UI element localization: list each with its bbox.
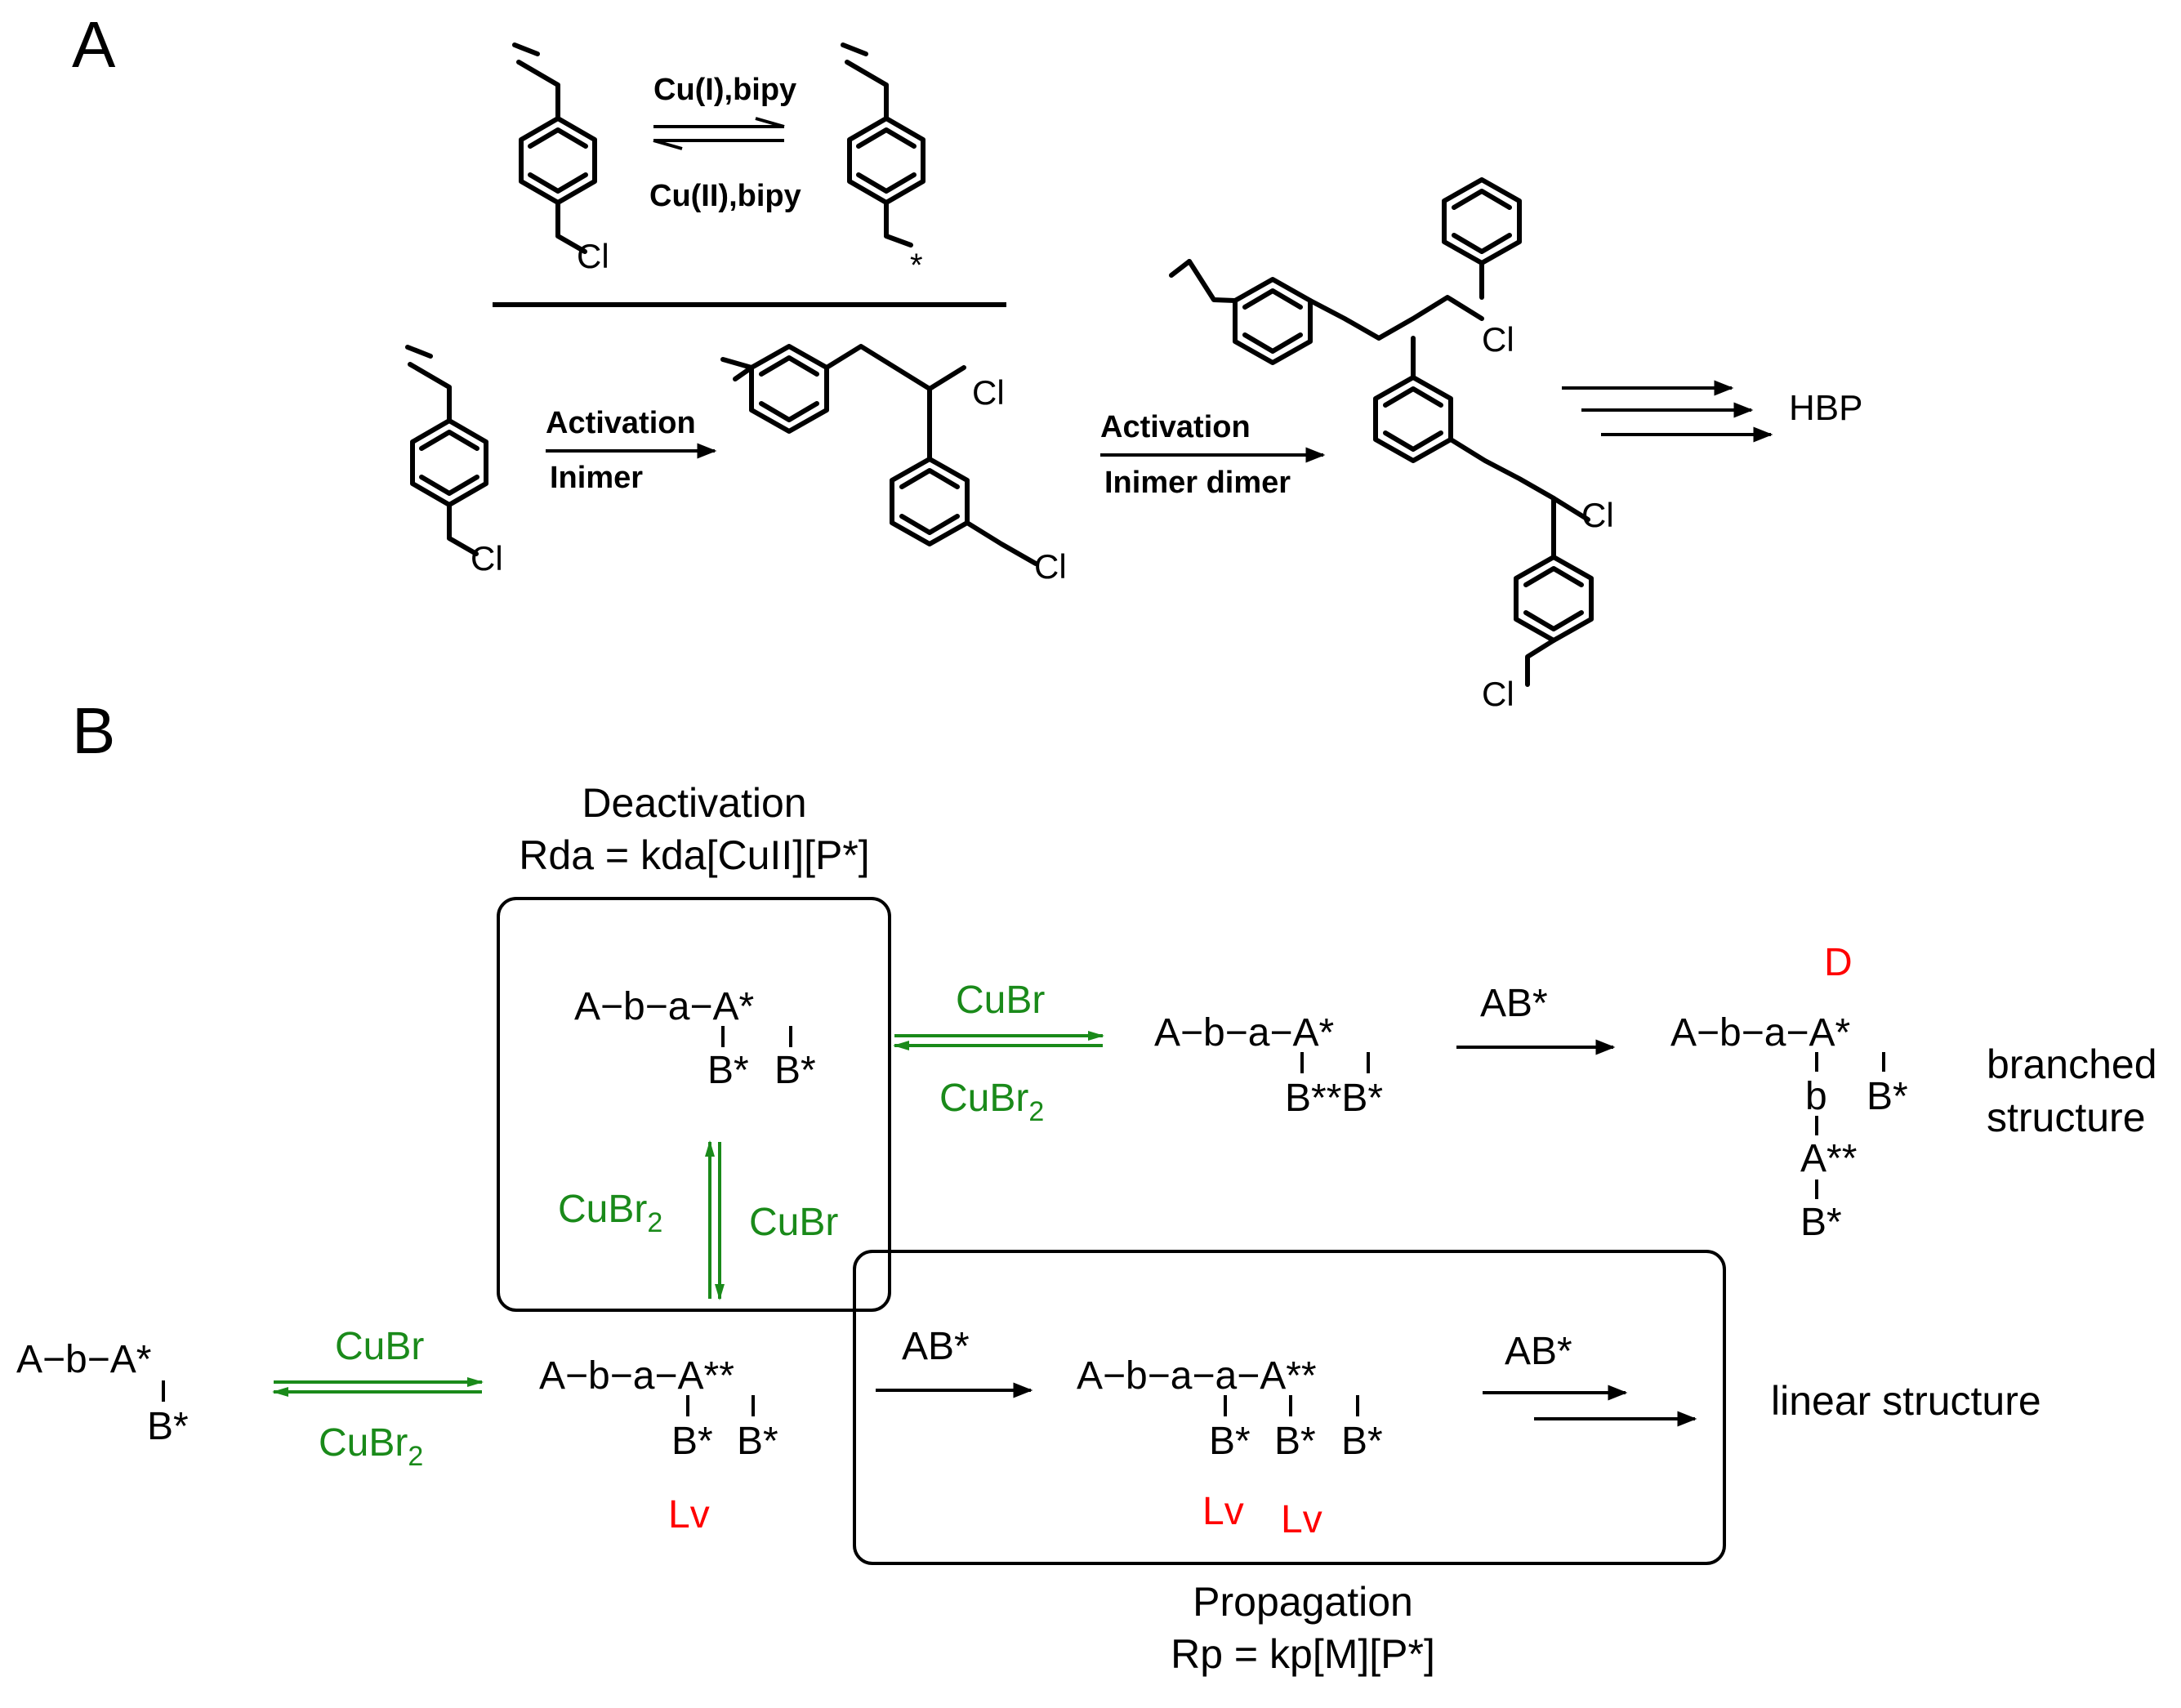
activated-species: A−b−a−A* B**B*: [1154, 1011, 1383, 1120]
cl-label: Cl: [972, 373, 1005, 412]
pendant-b-star: B**B*: [1285, 1077, 1383, 1120]
linear-structure-label: linear structure: [1771, 1378, 2041, 1424]
pendant-b-star: B*: [737, 1420, 778, 1463]
pendant-b-star: B*: [1274, 1420, 1316, 1463]
cubr2-label: CuBr2: [319, 1421, 423, 1472]
pendant-b-star: B*: [671, 1420, 713, 1463]
pendant-b-star: B*: [774, 1049, 816, 1092]
pendant-b-star: B*: [1341, 1420, 1383, 1463]
step2-bottom-label: Inimer dimer: [1104, 466, 1291, 500]
propagation-rate: Rp = kp[M][P*]: [1171, 1631, 1435, 1677]
monomer-top: Cl: [512, 42, 609, 275]
activation-arrow-2: Activation Inimer dimer: [1100, 410, 1326, 500]
species-formula: A−b−A*: [16, 1338, 151, 1381]
cubr-label: CuBr: [749, 1201, 838, 1244]
eq-top-label: Cu(I),bipy: [653, 73, 796, 107]
pendant-b-star: B*: [1209, 1420, 1251, 1463]
bottom-cu-equilibrium: CuBr CuBr2: [272, 1325, 484, 1472]
hbp-arrows: HBP: [1562, 380, 1862, 443]
pendant-b-star: B*: [707, 1049, 749, 1092]
monomer-start: Cl: [405, 345, 503, 578]
radical-star: *: [910, 248, 923, 283]
species-formula: A−b−a−A*: [1670, 1011, 1850, 1055]
branch-b: b: [1805, 1075, 1827, 1118]
cl-label: Cl: [577, 237, 609, 275]
dendritic-unit-mark: D: [1824, 941, 1853, 984]
branching-arrow: AB*: [1456, 982, 1616, 1055]
branch-a-double-star: A**: [1800, 1137, 1857, 1180]
dormant-species: A−b−a−A* B* B*: [574, 985, 816, 1092]
linear-unit-mark: Lv: [1202, 1490, 1244, 1533]
species-formula: A−b−a−A*: [574, 985, 754, 1028]
step1-top-label: Activation: [546, 406, 696, 440]
cubr-label: CuBr: [335, 1325, 424, 1368]
deactivation-title: Deactivation: [582, 780, 806, 826]
cubr2-label: CuBr2: [558, 1188, 662, 1238]
step2-top-label: Activation: [1100, 410, 1251, 444]
cl-label: Cl: [1482, 320, 1514, 359]
ab-star-label: AB*: [902, 1325, 970, 1368]
pendant-b-star: B*: [1800, 1201, 1842, 1244]
propagation-title: Propagation: [1193, 1579, 1413, 1625]
deactivation-box: [497, 897, 891, 1312]
top-cu-equilibrium: CuBr CuBr2: [893, 979, 1104, 1127]
branched-structure-label-1: branched: [1987, 1041, 2157, 1087]
cubr-label: CuBr: [956, 979, 1045, 1022]
pendant-b-star: B*: [1867, 1075, 1908, 1118]
panel-a-label: A: [72, 8, 116, 81]
activation-arrow-1: Activation Inimer: [546, 406, 717, 495]
cl-label: Cl: [471, 539, 503, 578]
pendant-b-star: B*: [147, 1405, 189, 1448]
branched-structure-label-2: structure: [1987, 1095, 2146, 1140]
equilibrium-arrows: Cu(I),bipy Cu(II),bipy: [649, 73, 801, 213]
ab-star-label: AB*: [1505, 1330, 1572, 1373]
eq-bottom-label: Cu(II),bipy: [649, 179, 801, 213]
cl-label: Cl: [1034, 547, 1067, 586]
panel-b-label: B: [72, 694, 115, 767]
species-formula: A−b−a−A**: [539, 1354, 734, 1398]
linear-dimer-species: A−b−a−A** B* B* Lv: [539, 1354, 778, 1536]
vertical-cu-equilibrium: CuBr2 CuBr: [558, 1140, 838, 1300]
radical-monomer: *: [841, 42, 925, 283]
step1-bottom-label: Inimer: [550, 461, 643, 495]
ab-star-label: AB*: [1480, 982, 1548, 1025]
species-formula: A−b−a−a−A**: [1077, 1354, 1317, 1398]
propagation-arrow-1: AB*: [876, 1325, 1033, 1398]
inimer-structure: Cl Cl: [720, 344, 1067, 586]
deactivation-rate: Rda = kda[CuII][P*]: [519, 832, 869, 878]
inimer-dimer-structure: Cl Cl Cl: [1169, 177, 1614, 713]
cl-label: Cl: [1581, 496, 1614, 534]
cl-label: Cl: [1482, 675, 1514, 713]
cubr2-label: CuBr2: [939, 1077, 1044, 1127]
linear-unit-mark: Lv: [1281, 1498, 1322, 1541]
branched-species: D A−b−a−A* b B* A** B*: [1670, 941, 1908, 1244]
linear-trimer-species: A−b−a−a−A** B* B* B* Lv Lv: [1077, 1354, 1383, 1541]
propagation-arrow-2: AB*: [1483, 1330, 1697, 1427]
propagation-box: [853, 1250, 1726, 1565]
inimer-species: A−b−A* B*: [16, 1338, 189, 1448]
hbp-label: HBP: [1789, 388, 1862, 428]
species-formula: A−b−a−A*: [1154, 1011, 1334, 1055]
linear-unit-mark: Lv: [668, 1493, 710, 1536]
